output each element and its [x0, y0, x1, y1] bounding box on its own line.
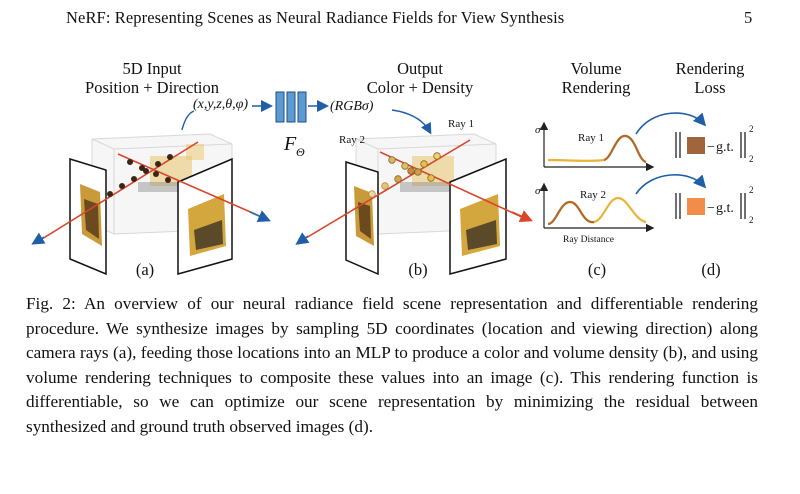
panel-b-sublabel: (b) — [408, 260, 427, 279]
ray1-label-b: Ray 1 — [448, 118, 474, 130]
arrow-c-to-d-top — [635, 112, 707, 135]
sigma-label-1: σ — [535, 124, 541, 136]
loss-term-1: − g.t. 2 2 — [675, 124, 754, 164]
page-header: NeRF: Representing Scenes as Neural Radi… — [0, 0, 800, 34]
panel-a-sublabel: (a) — [136, 260, 154, 279]
exponent-2: 2 — [749, 185, 754, 195]
ray-red-a2 — [117, 153, 265, 219]
ray-blue-arrow-a — [31, 232, 46, 245]
image-plane-right-b — [449, 157, 507, 275]
minus-2: − — [707, 201, 715, 216]
input-coords-label: (x,y,z,θ,φ) — [193, 97, 248, 112]
mlp-network: F Θ — [275, 91, 329, 159]
mlp-label-sub: Θ — [296, 145, 305, 159]
panel-c: Volume Rendering σ Ray 1 σ Ray 2 Ray Dis… — [535, 59, 655, 279]
sample-points-a — [107, 154, 173, 197]
exponent-1: 2 — [749, 124, 754, 134]
ray-red-b — [305, 139, 471, 239]
image-plane-left-b — [345, 160, 379, 276]
ray-red-arrow-b2 — [511, 210, 533, 222]
panel-a-title-1: 5D Input — [122, 59, 182, 78]
panel-d-title-2: Loss — [694, 78, 725, 97]
panel-d-title-1: Rendering — [676, 59, 745, 78]
rendered-color-swatch-2 — [687, 198, 705, 215]
panel-a: 5D Input Position + Direction — [31, 59, 273, 279]
figure-caption: Fig. 2: An overview of our neural radian… — [26, 294, 758, 436]
panel-c-title-2: Rendering — [562, 78, 631, 97]
rendered-color-swatch-1 — [687, 137, 705, 154]
figure-nerf-overview: 5D Input Position + Direction — [0, 34, 800, 284]
subscript-1: 2 — [749, 154, 754, 164]
panel-b-title-1: Output — [397, 59, 443, 78]
ray-blue-arrow-b — [295, 232, 310, 245]
mlp-label-main: F — [283, 133, 297, 155]
density-plot-ray2: σ Ray 2 Ray Distance — [535, 182, 655, 245]
panel-d-sublabel: (d) — [701, 260, 720, 279]
panel-c-sublabel: (c) — [588, 260, 606, 279]
panel-c-title-1: Volume — [570, 59, 621, 78]
colored-samples-b — [368, 152, 441, 198]
output-arrow — [391, 109, 432, 135]
gt-label-1: g.t. — [716, 140, 734, 155]
input-arrow — [181, 110, 195, 131]
sigma-label-2: σ — [535, 185, 541, 197]
panel-a-title-2: Position + Direction — [85, 78, 219, 97]
ray-distance-label: Ray Distance — [563, 235, 614, 245]
running-title: NeRF: Representing Scenes as Neural Radi… — [66, 8, 565, 27]
panel-b-title-2: Color + Density — [367, 78, 474, 97]
gt-label-2: g.t. — [716, 201, 734, 216]
density-plot-ray1: σ Ray 1 — [535, 121, 655, 172]
output-label: (RGBσ) — [330, 99, 374, 114]
subscript-2: 2 — [749, 215, 754, 225]
image-plane-right-a — [177, 157, 233, 275]
page-number: 5 — [744, 8, 753, 27]
image-plane-left-a — [69, 157, 107, 276]
loss-term-2: − g.t. 2 2 — [675, 185, 754, 225]
panel-d: Rendering Loss − g.t. 2 2 − g.t. 2 2 (d) — [675, 59, 754, 279]
panel-b: Output Color + Density (RGBσ) — [295, 59, 533, 279]
minus-1: − — [707, 140, 715, 155]
figure-canvas: 5D Input Position + Direction — [31, 59, 754, 279]
ray2-label-c: Ray 2 — [580, 189, 606, 201]
ray2-label-b: Ray 2 — [339, 134, 365, 146]
arrow-c-to-d-bottom — [635, 174, 707, 195]
ray-blue-arrow-a2 — [249, 210, 271, 222]
ray1-label-c: Ray 1 — [578, 132, 604, 144]
